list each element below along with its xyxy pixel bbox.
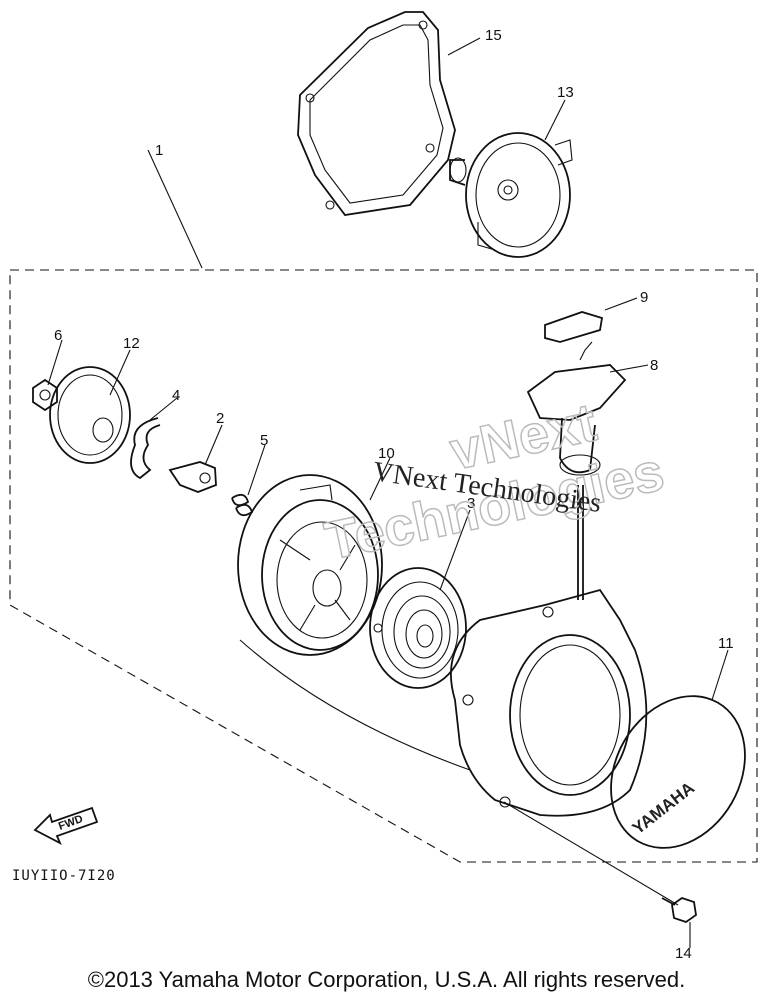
label-part-4: 4 <box>172 387 180 404</box>
diagram-code: IUYIIO-7I20 <box>12 868 116 884</box>
label-part-12: 12 <box>123 335 140 352</box>
label-part-2: 2 <box>216 410 224 427</box>
part-6-nut <box>32 378 58 412</box>
label-part-10: 10 <box>378 445 395 462</box>
emblem-text: YAMAHA <box>629 778 698 838</box>
part-4-spring-clip <box>130 417 161 480</box>
part-8-starter-handle <box>526 341 627 476</box>
starter-case <box>450 588 648 817</box>
copyright-notice: ©2013 Yamaha Motor Corporation, U.S.A. A… <box>87 967 686 992</box>
part-12-plate <box>49 366 131 464</box>
label-part-3: 3 <box>467 495 475 512</box>
parts-diagram: YAMAHA 1 15 13 9 8 6 12 4 2 5 10 3 11 14… <box>9 11 758 960</box>
part-14-bolt <box>661 897 697 923</box>
label-part-9: 9 <box>640 289 648 306</box>
part-15-gasket <box>297 11 456 216</box>
assembly-boundary <box>9 269 758 863</box>
fwd-arrow: FWD <box>33 806 99 845</box>
label-part-6: 6 <box>54 327 62 344</box>
fwd-label: FWD <box>57 813 85 833</box>
label-part-13: 13 <box>557 84 574 101</box>
part-2-pawl <box>168 461 217 493</box>
label-part-15: 15 <box>485 27 502 44</box>
label-part-11: 11 <box>718 635 734 652</box>
label-part-8: 8 <box>650 357 658 374</box>
part-13-drive-plate <box>449 132 573 258</box>
leader-lines <box>47 37 729 948</box>
part-10-reel <box>237 474 383 656</box>
part-5-spring <box>231 493 254 517</box>
label-part-5: 5 <box>260 432 268 449</box>
part-9-handle-cap <box>544 311 604 343</box>
label-part-1: 1 <box>155 142 163 159</box>
part-11-emblem: YAMAHA <box>610 695 746 849</box>
label-part-14: 14 <box>675 945 692 960</box>
starter-rope <box>577 485 584 600</box>
part-3-recoil-spring <box>369 567 467 689</box>
